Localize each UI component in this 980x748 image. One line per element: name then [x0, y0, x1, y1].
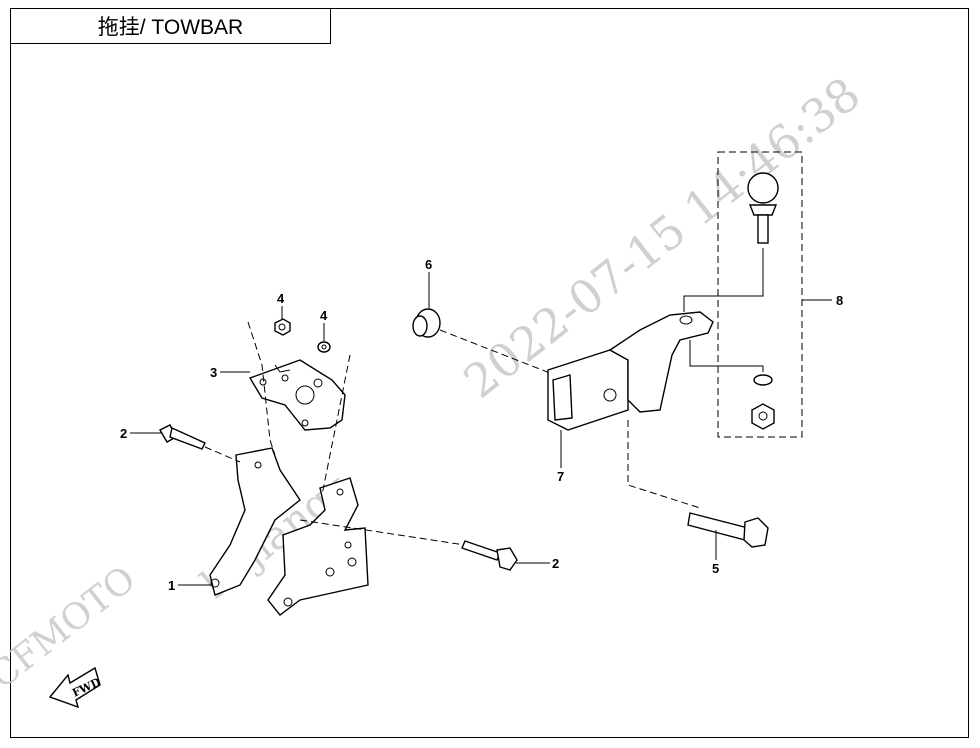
part-5-bolt [627, 420, 769, 548]
callout-1: 1 [168, 578, 212, 593]
part-2-bolt-left [159, 424, 241, 463]
svg-text:4: 4 [277, 291, 285, 306]
watermark-brand: CFMOTO [0, 559, 143, 697]
callout-4-right: 4 [320, 308, 328, 341]
part-2-bolt-right [299, 519, 518, 571]
svg-text:2: 2 [552, 556, 559, 571]
callout-4-left: 4 [277, 291, 285, 319]
svg-text:3: 3 [210, 365, 217, 380]
part-7-receiver [547, 311, 714, 431]
diagram-frame [10, 8, 969, 738]
fwd-arrow-icon: FWD [48, 666, 103, 709]
svg-text:6: 6 [425, 257, 432, 272]
part-8-ball-mount-kit [683, 151, 832, 438]
svg-text:1: 1 [168, 578, 175, 593]
callout-3: 3 [210, 365, 250, 380]
page-title: 拖挂/ TOWBAR [10, 8, 331, 44]
callout-6: 6 [425, 257, 432, 308]
callout-7: 7 [557, 430, 564, 484]
callout-2-right: 2 [516, 556, 559, 571]
callout-5: 5 [712, 530, 719, 576]
part-6-bushing [412, 308, 556, 376]
svg-text:4: 4 [320, 308, 328, 323]
watermark: CFMOTO kf-jiangx 2022-07-15 14:46:38 [0, 67, 870, 697]
part-4-nuts [274, 318, 331, 353]
svg-text:5: 5 [712, 561, 719, 576]
callout-8: 8 [836, 293, 843, 308]
callout-2-left: 2 [120, 426, 162, 441]
svg-text:8: 8 [836, 293, 843, 308]
svg-text:7: 7 [557, 469, 564, 484]
part-1-bracket [209, 447, 369, 616]
part-3-plate [247, 321, 351, 496]
svg-text:2: 2 [120, 426, 127, 441]
